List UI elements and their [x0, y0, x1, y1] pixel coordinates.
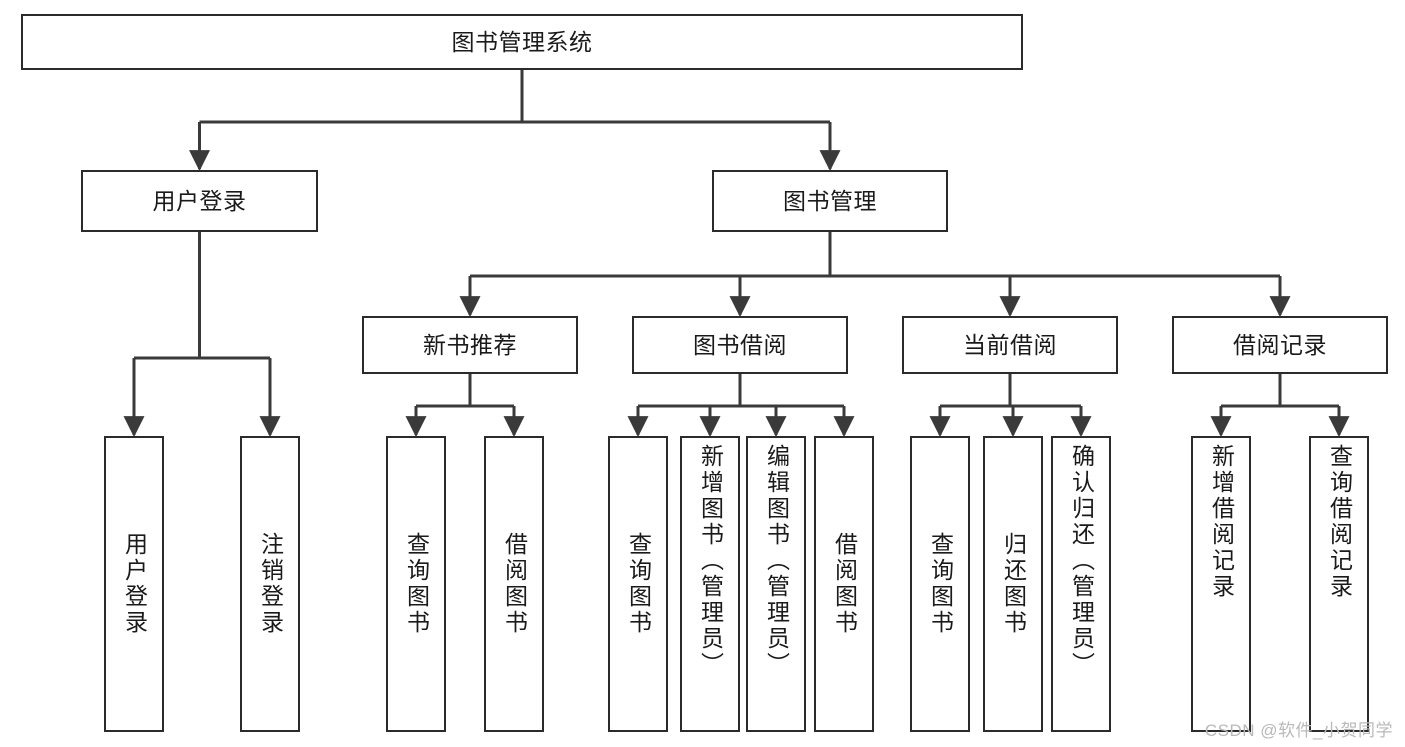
node-leaf-user-login[interactable]: 用户登录	[104, 436, 164, 732]
node-label: 注销登录	[257, 532, 284, 636]
node-label: 用户登录	[152, 187, 247, 214]
node-leaf-borrow-book-2[interactable]: 借阅图书	[814, 436, 874, 732]
node-label: 新书推荐	[423, 331, 517, 358]
node-book-manage[interactable]: 图书管理	[712, 170, 948, 232]
node-label: 确认归还（管理员）	[1068, 444, 1095, 678]
node-label: 编辑图书（管理员）	[763, 444, 790, 678]
node-leaf-query-record[interactable]: 查询借阅记录	[1309, 436, 1369, 732]
node-leaf-query-book-1[interactable]: 查询图书	[386, 436, 446, 732]
watermark-label: CSDN @软件_小贺同学	[1204, 721, 1393, 740]
node-label: 借阅图书	[831, 532, 858, 636]
node-label: 借阅记录	[1233, 331, 1327, 358]
node-label: 借阅图书	[501, 532, 528, 636]
node-book-borrow[interactable]: 图书借阅	[632, 316, 848, 374]
node-label: 归还图书	[1000, 532, 1027, 636]
node-label: 图书管理	[783, 187, 877, 214]
node-leaf-borrow-book-1[interactable]: 借阅图书	[484, 436, 544, 732]
node-leaf-logout[interactable]: 注销登录	[240, 436, 300, 732]
node-leaf-return-book[interactable]: 归还图书	[983, 436, 1043, 732]
node-leaf-query-book-3[interactable]: 查询图书	[910, 436, 970, 732]
node-label: 图书管理系统	[451, 28, 593, 55]
node-label: 图书借阅	[693, 331, 787, 358]
node-label: 查询图书	[403, 532, 430, 636]
node-label: 查询借阅记录	[1326, 444, 1353, 600]
node-label: 当前借阅	[963, 331, 1057, 358]
node-user-login[interactable]: 用户登录	[81, 170, 318, 232]
node-borrow-record[interactable]: 借阅记录	[1172, 316, 1388, 374]
node-label: 新增图书（管理员）	[697, 444, 724, 678]
node-leaf-add-book[interactable]: 新增图书（管理员）	[680, 436, 740, 732]
node-leaf-edit-book[interactable]: 编辑图书（管理员）	[746, 436, 806, 732]
node-leaf-confirm-return[interactable]: 确认归还（管理员）	[1051, 436, 1111, 732]
node-new-book-rec[interactable]: 新书推荐	[362, 316, 578, 374]
node-current-borrow[interactable]: 当前借阅	[902, 316, 1118, 374]
node-leaf-query-book-2[interactable]: 查询图书	[608, 436, 668, 732]
node-label: 新增借阅记录	[1208, 444, 1235, 600]
node-root[interactable]: 图书管理系统	[21, 14, 1023, 70]
node-label: 查询图书	[927, 532, 954, 636]
node-leaf-add-record[interactable]: 新增借阅记录	[1191, 436, 1251, 732]
node-label: 查询图书	[625, 532, 652, 636]
node-label: 用户登录	[121, 532, 148, 636]
